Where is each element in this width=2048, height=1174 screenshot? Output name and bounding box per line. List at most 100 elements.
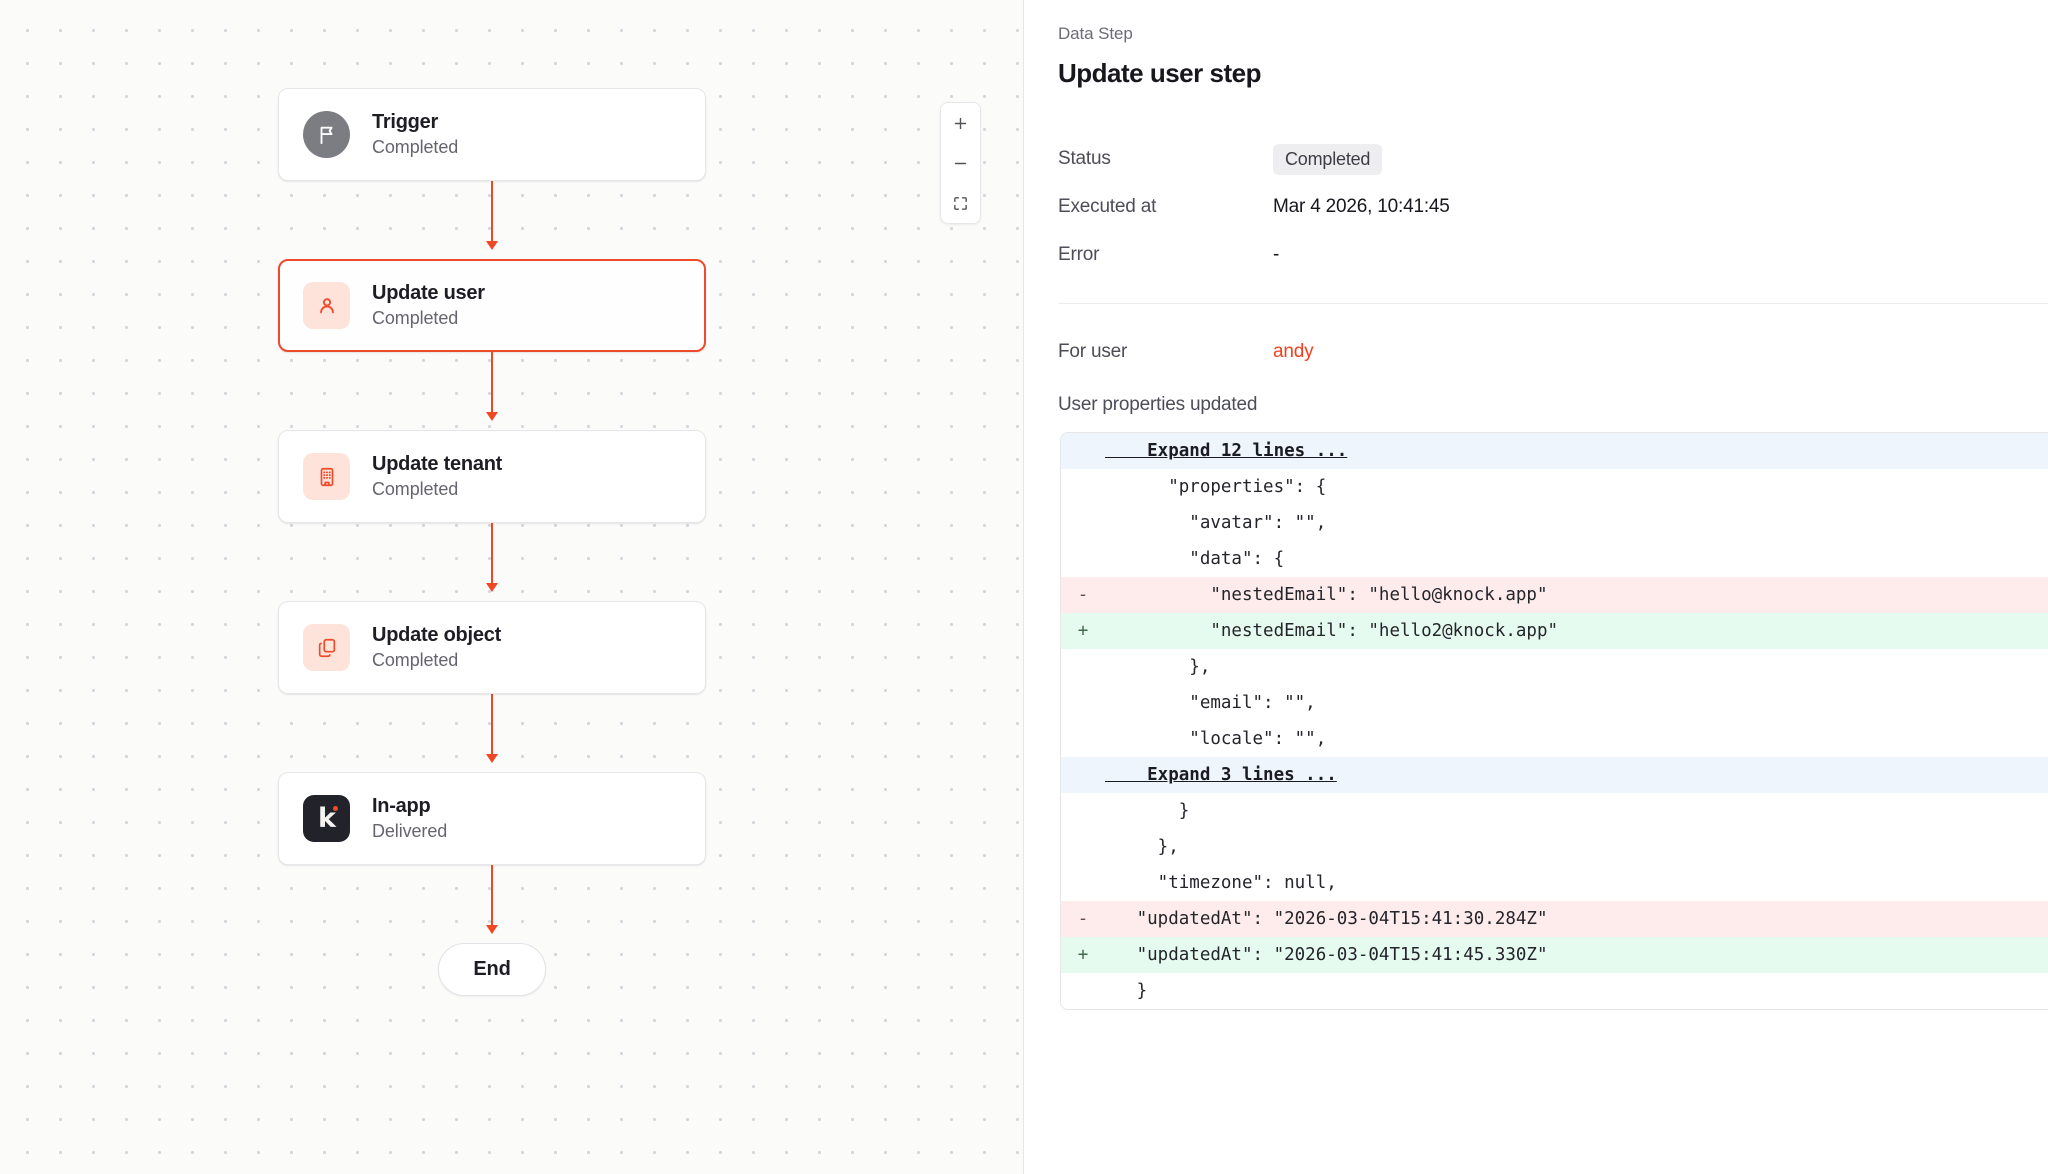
user-icon (303, 282, 350, 329)
connector-arrow (278, 865, 706, 943)
plus-icon (952, 115, 969, 132)
diff-expand-row[interactable]: Expand 12 lines ... (1061, 433, 2048, 469)
node-title: Trigger (372, 111, 439, 133)
end-node-wrap: End (278, 943, 706, 996)
meta-label: Executed at (1058, 196, 1157, 217)
node-title: Update object (372, 624, 501, 646)
diff-row: } (1061, 973, 2048, 1009)
diff-row: } (1061, 793, 2048, 829)
minus-icon (952, 155, 969, 172)
diff-row: }, (1061, 829, 2048, 865)
diff-gutter (1061, 757, 1105, 793)
diff-expand-row[interactable]: Expand 3 lines ... (1061, 757, 2048, 793)
diff-code: }, (1105, 657, 1211, 677)
diff-code: "email": "", (1105, 693, 1316, 713)
workflow-node-update-object[interactable]: Update object Completed (278, 601, 706, 694)
diff-code: "timezone": null, (1105, 873, 1337, 893)
arrow-head-icon (486, 583, 498, 592)
meta-row-for-user: For user andy (1058, 332, 2018, 372)
building-icon (303, 453, 350, 500)
arrow-head-icon (486, 925, 498, 934)
fit-view-button[interactable] (941, 183, 980, 223)
workflow-node-end[interactable]: End (438, 943, 546, 996)
meta-label: Error (1058, 244, 1100, 265)
diff-row: "timezone": null, (1061, 865, 2048, 901)
meta-value: Mar 4 2026, 10:41:45 (1273, 196, 1450, 217)
knock-letter: k (318, 805, 338, 832)
diff-row: "locale": "", (1061, 721, 2048, 757)
diff-gutter-plus: + (1077, 945, 1089, 965)
connector-arrow (278, 181, 706, 259)
meta-row-error: Error - (1058, 235, 2018, 275)
workflow-flow: Trigger Completed Update user C (278, 88, 708, 996)
workflow-node-update-user[interactable]: Update user Completed (278, 259, 706, 352)
knock-dot (332, 806, 338, 811)
zoom-in-button[interactable] (941, 103, 980, 143)
diff-code: "updatedAt": "2026-03-04T15:41:30.284Z" (1105, 909, 1548, 929)
connector-line (491, 181, 493, 245)
diff-gutter-minus: - (1077, 585, 1089, 605)
diff-code: "properties": { (1105, 477, 1327, 497)
node-text: Update tenant Completed (372, 453, 502, 500)
meta-value: - (1273, 244, 1280, 265)
node-text: Update user Completed (372, 282, 485, 329)
node-text: Update object Completed (372, 624, 501, 671)
meta-value: Completed (1273, 143, 1383, 175)
node-title: In-app (372, 795, 431, 817)
diff-gutter-plus: + (1077, 621, 1089, 641)
diff-gutter (1061, 649, 1105, 685)
connector-line (491, 865, 493, 929)
zoom-controls[interactable] (940, 102, 981, 224)
node-text: In-app Delivered (372, 795, 447, 842)
workflow-canvas[interactable]: Trigger Completed Update user C (0, 0, 1024, 1174)
diff-code: "nestedEmail": "hello2@knock.app" (1105, 621, 1559, 641)
diff-row: "email": "", (1061, 685, 2048, 721)
diff-row-added: + "updatedAt": "2026-03-04T15:41:45.330Z… (1061, 937, 2048, 973)
diff-expand-link[interactable]: Expand 3 lines ... (1105, 765, 1337, 785)
meta-label: For user (1058, 341, 1128, 362)
user-link[interactable]: andy (1273, 341, 1314, 362)
node-status: Delivered (372, 821, 448, 841)
diff-viewer[interactable]: Expand 12 lines ... "properties": { "ava… (1060, 432, 2048, 1010)
fit-view-icon (952, 195, 969, 212)
flag-icon (303, 111, 350, 158)
meta-row-executed-at: Executed at Mar 4 2026, 10:41:45 (1058, 187, 2018, 227)
meta-table-user: For user andy (1058, 332, 2018, 372)
diff-gutter (1061, 793, 1105, 829)
arrow-head-icon (486, 754, 498, 763)
meta-row-status: Status Completed (1058, 139, 2018, 179)
diff-gutter (1061, 469, 1105, 505)
diff-row-removed: - "updatedAt": "2026-03-04T15:41:30.284Z… (1061, 901, 2048, 937)
status-badge: Completed (1273, 143, 1383, 175)
connector-line (491, 523, 493, 587)
diff-code: }, (1105, 837, 1179, 857)
node-title: Update tenant (372, 453, 503, 475)
node-status: Completed (372, 308, 459, 328)
diff-row: "data": { (1061, 541, 2048, 577)
diff-row-added: + "nestedEmail": "hello2@knock.app" (1061, 613, 2048, 649)
meta-value: andy (1273, 341, 1314, 363)
workflow-node-update-tenant[interactable]: Update tenant Completed (278, 430, 706, 523)
connector-line (491, 694, 493, 758)
connector-arrow (278, 352, 706, 430)
arrow-head-icon (486, 241, 498, 250)
node-status: Completed (372, 137, 459, 157)
workflow-node-trigger[interactable]: Trigger Completed (278, 88, 706, 181)
node-text: Trigger Completed (372, 111, 458, 158)
diff-expand-link[interactable]: Expand 12 lines ... (1105, 441, 1348, 461)
diff-row: "avatar": "", (1061, 505, 2048, 541)
workflow-node-in-app[interactable]: k In-app Delivered (278, 772, 706, 865)
zoom-out-button[interactable] (941, 143, 980, 183)
section-divider (1058, 303, 2048, 304)
copy-icon (303, 624, 350, 671)
diff-code: "locale": "", (1105, 729, 1327, 749)
diff-gutter (1061, 721, 1105, 757)
diff-gutter (1061, 433, 1105, 469)
connector-line (491, 352, 493, 416)
diff-row: "properties": { (1061, 469, 2048, 505)
diff-code: } (1105, 801, 1190, 821)
node-title: Update user (372, 282, 485, 304)
meta-table-execution: Status Completed Executed at Mar 4 2026,… (1058, 139, 2018, 275)
diff-gutter (1061, 865, 1105, 901)
